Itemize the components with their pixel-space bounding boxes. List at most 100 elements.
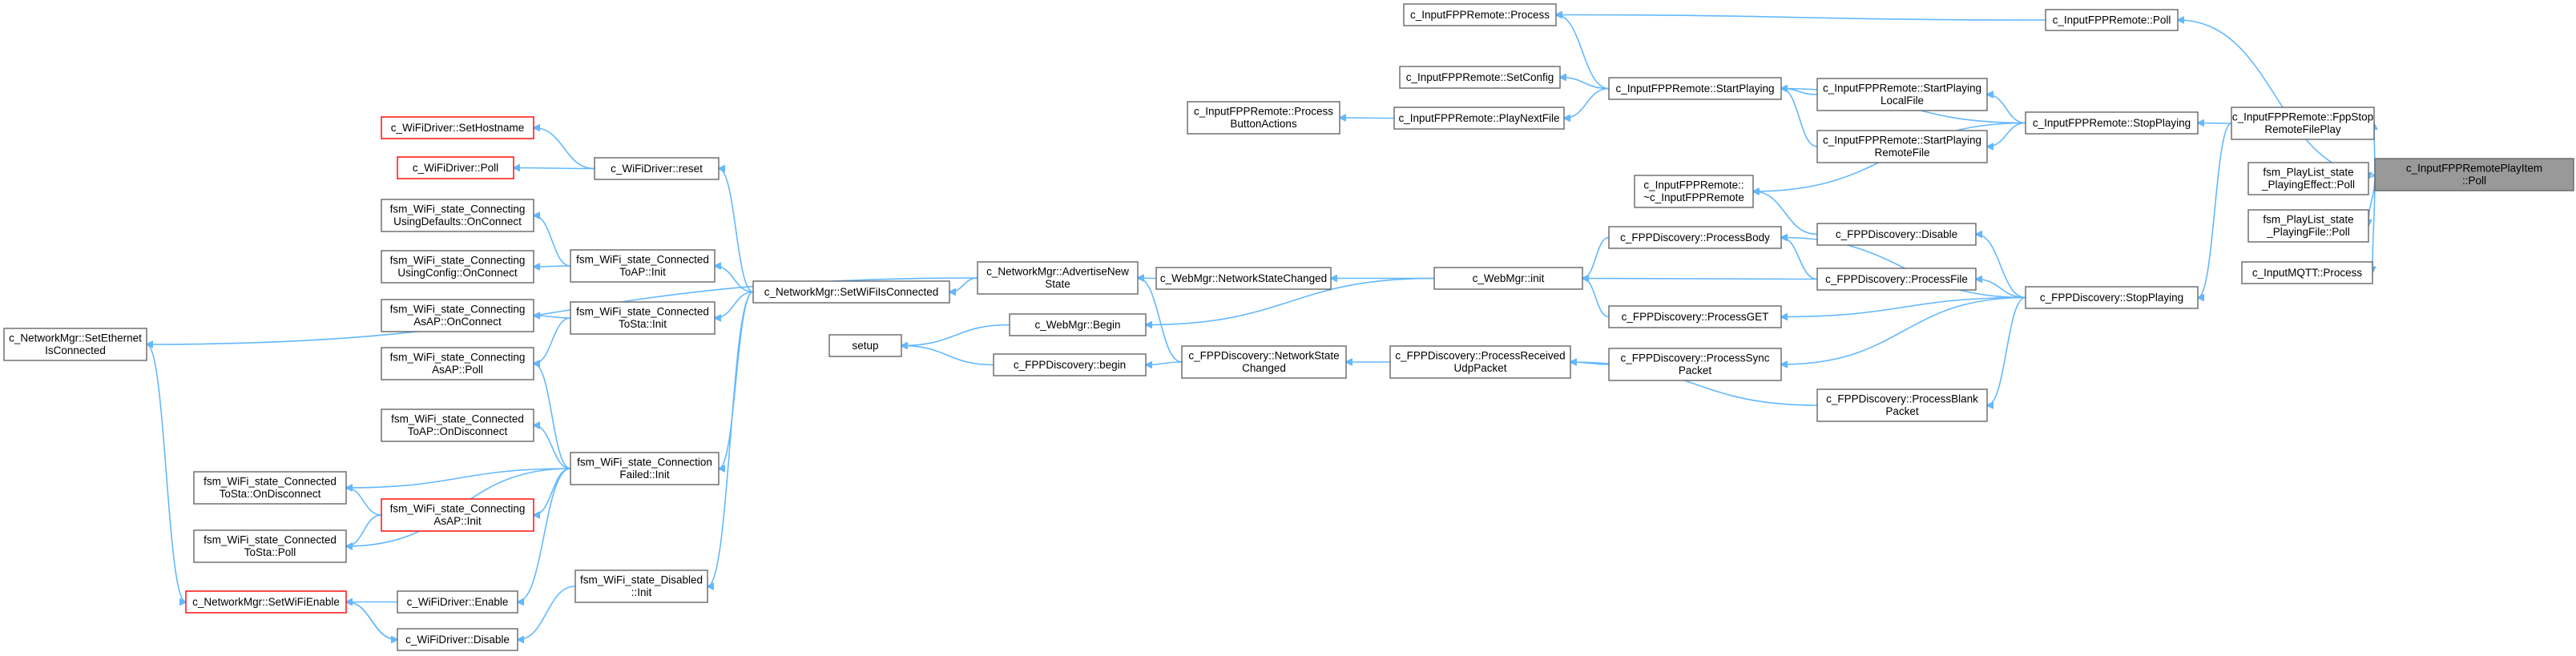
graph-node-remote-playnext[interactable]: c_InputFPPRemote::PlayNextFile [1393,107,1565,130]
node-label-line: c_InputFPPRemote::FppStop [2232,111,2373,123]
edge-net-setwifienable-to-net-setethernet [146,344,186,602]
graph-node-remote-poll[interactable]: c_InputFPPRemote::Poll [2045,9,2179,31]
graph-node-disc-begin[interactable]: c_FPPDiscovery::begin [993,353,1147,376]
edge-wifi-disable-to-st-disabled-init [518,586,576,640]
node-box [381,299,534,332]
graph-node-disc-process-get[interactable]: c_FPPDiscovery::ProcessGET [1608,305,1782,328]
node-label-line: IsConnected [45,344,106,356]
node-label-line: c_InputFPPRemote:: [1643,179,1744,191]
graph-node-setup[interactable]: setup [828,334,902,357]
node-label-line: ToSta::OnDisconnect [220,488,321,500]
node-box [2247,209,2369,243]
node-box [1009,313,1147,336]
edge-st-conn-tosta-ondisc-to-st-connfail-init [346,468,571,488]
graph-node-disc-stop-playing[interactable]: c_FPPDiscovery::StopPlaying [2025,286,2199,309]
graph-node-mqtt-process[interactable]: c_InputMQTT::Process [2241,261,2373,284]
graph-node-disc-process-file[interactable]: c_FPPDiscovery::ProcessFile [1816,268,1977,291]
graph-node-wifi-reset[interactable]: c_WiFiDriver::reset [594,157,720,180]
graph-node-pl-effect-poll[interactable]: fsm_PlayList_state_PlayingEffect::Poll [2247,162,2369,195]
node-box [397,590,518,614]
node-box [752,280,950,304]
node-label-line: c_NetworkMgr::AdvertiseNew [986,266,1129,278]
edge-web-init-to-disc-process-file [1582,279,1818,280]
graph-node-wifi-disable[interactable]: c_WiFiDriver::Disable [397,628,518,651]
graph-node-disc-process-body[interactable]: c_FPPDiscovery::ProcessBody [1608,226,1782,249]
node-label-line: fsm_WiFi_state_Connecting [390,352,526,364]
graph-node-remote-destructor[interactable]: c_InputFPPRemote::~c_InputFPPRemote [1634,175,1754,208]
edge-disc-process-body-to-disc-process-file [1781,238,1818,280]
graph-node-st-disabled-init[interactable]: fsm_WiFi_state_Disabled::Init [574,569,708,603]
graph-node-wifi-poll[interactable]: c_WiFiDriver::Poll [397,156,514,179]
edge-remote-start-remote-to-remote-stop-playing [1987,122,2026,147]
node-label-line: c_WebMgr::NetworkStateChanged [1160,272,1327,284]
graph-node-st-conn-toap-ondisc[interactable]: fsm_WiFi_state_ConnectedToAP::OnDisconne… [381,408,534,442]
edge-pl-effect-poll-to-poll-item [2368,175,2376,179]
node-label-line: fsm_WiFi_state_Connected [391,413,524,425]
node-label-line: fsm_WiFi_state_Connected [204,476,337,488]
node-layer: c_InputFPPRemotePlayItem::Pollc_InputFPP… [3,3,2574,651]
node-label-line: c_FPPDiscovery::NetworkState [1188,350,1339,362]
node-label-line: c_WiFiDriver::SetHostname [391,122,525,134]
node-label-line: Changed [1242,362,1286,374]
graph-node-remote-start-playing[interactable]: c_InputFPPRemote::StartPlaying [1608,77,1782,100]
graph-node-pl-file-poll[interactable]: fsm_PlayList_state_PlayingFile::Poll [2247,209,2369,243]
graph-node-web-begin[interactable]: c_WebMgr::Begin [1009,313,1147,336]
node-label-line: c_InputFPPRemote::StartPlaying [1823,83,1981,95]
node-label-line: _PlayingFile::Poll [2266,226,2350,238]
node-label-line: fsm_WiFi_state_Connected [576,306,709,318]
node-label-line: ToSta::Init [619,318,667,330]
node-label-line: c_InputFPPRemotePlayItem [2406,163,2542,175]
graph-node-poll-item[interactable]: c_InputFPPRemotePlayItem::Poll [2374,158,2574,191]
graph-node-remote-process[interactable]: c_InputFPPRemote::Process [1403,3,1557,26]
node-label-line: fsm_PlayList_state [2263,167,2353,179]
graph-node-st-cing-config[interactable]: fsm_WiFi_state_ConnectingUsingConfig::On… [381,250,534,284]
graph-node-remote-setconfig[interactable]: c_InputFPPRemote::SetConfig [1399,66,1561,89]
node-label-line: LocalFile [1881,95,1924,107]
graph-node-disc-netstate[interactable]: c_FPPDiscovery::NetworkStateChanged [1181,345,1347,379]
node-box [2025,111,2199,135]
graph-node-remote-stop-playing[interactable]: c_InputFPPRemote::StopPlaying [2025,111,2199,135]
graph-node-wifi-enable[interactable]: c_WiFiDriver::Enable [397,590,518,614]
graph-node-disc-disable[interactable]: c_FPPDiscovery::Disable [1816,223,1977,246]
graph-node-st-cing-defaults[interactable]: fsm_WiFi_state_ConnectingUsingDefaults::… [381,199,534,232]
node-label-line: ~c_InputFPPRemote [1643,191,1744,203]
node-label-line: c_WiFiDriver::Enable [407,596,509,608]
node-label-line: fsm_WiFi_state_Connection [577,457,712,469]
edge-setup-to-web-begin [901,324,1010,346]
node-box [570,249,716,283]
edge-net-advertise-to-disc-netstate [1138,278,1183,363]
node-box [1389,345,1571,379]
edge-st-cing-asap-onconnect-to-st-conn-tosta-init [534,316,571,318]
graph-node-net-setwifi-connected[interactable]: c_NetworkMgr::SetWiFiIsConnected [752,280,950,304]
node-box [2025,286,2199,309]
node-label-line: ::Poll [2462,175,2486,187]
node-label-line: c_NetworkMgr::SetWiFiIsConnected [764,286,939,298]
graph-node-net-setwifienable[interactable]: c_NetworkMgr::SetWiFiEnable [185,590,347,614]
node-box [1433,267,1583,290]
graph-node-web-netstate[interactable]: c_WebMgr::NetworkStateChanged [1155,267,1332,290]
node-label-line: UsingDefaults::OnConnect [393,215,522,227]
node-label-line: AsAP::Init [433,515,482,527]
graph-node-wifi-sethostname[interactable]: c_WiFiDriver::SetHostname [381,116,534,139]
graph-node-web-init[interactable]: c_WebMgr::init [1433,267,1583,290]
edge-st-conn-tosta-init-to-net-setwifi-connected [715,291,754,319]
graph-node-st-conn-tosta-ondisc[interactable]: fsm_WiFi_state_ConnectedToSta::OnDisconn… [193,471,347,505]
edge-st-connfail-init-to-net-setwifi-connected [719,291,754,469]
node-box [1403,3,1557,26]
